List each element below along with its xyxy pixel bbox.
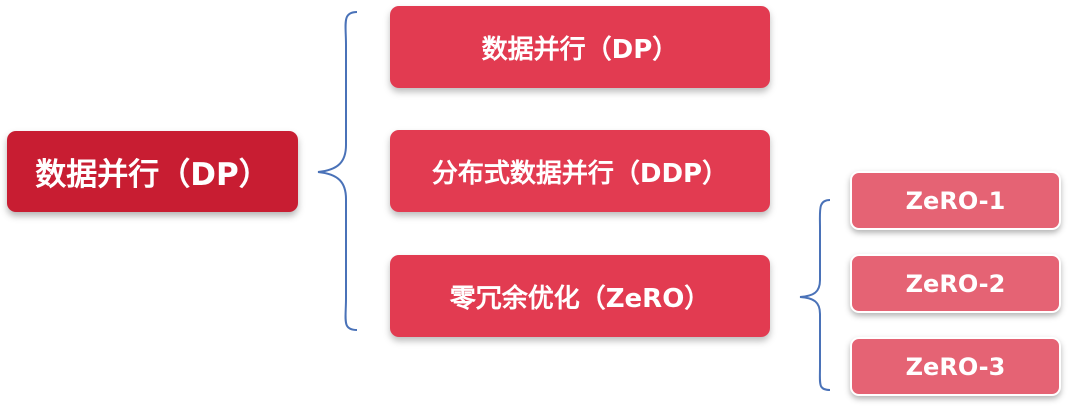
node-data-parallel: 数据并行（DP） — [390, 6, 770, 88]
zero-bracket — [799, 199, 831, 391]
root-bracket — [317, 11, 358, 331]
node-zero-3: ZeRO-3 — [850, 337, 1061, 396]
node-zero-2: ZeRO-2 — [850, 254, 1061, 313]
node-zero-redundancy-optimizer: 零冗余优化（ZeRO） — [390, 255, 770, 337]
root-node-data-parallel: 数据并行（DP） — [7, 131, 298, 212]
node-zero-1: ZeRO-1 — [850, 171, 1061, 230]
node-distributed-data-parallel: 分布式数据并行（DDP） — [390, 130, 770, 212]
